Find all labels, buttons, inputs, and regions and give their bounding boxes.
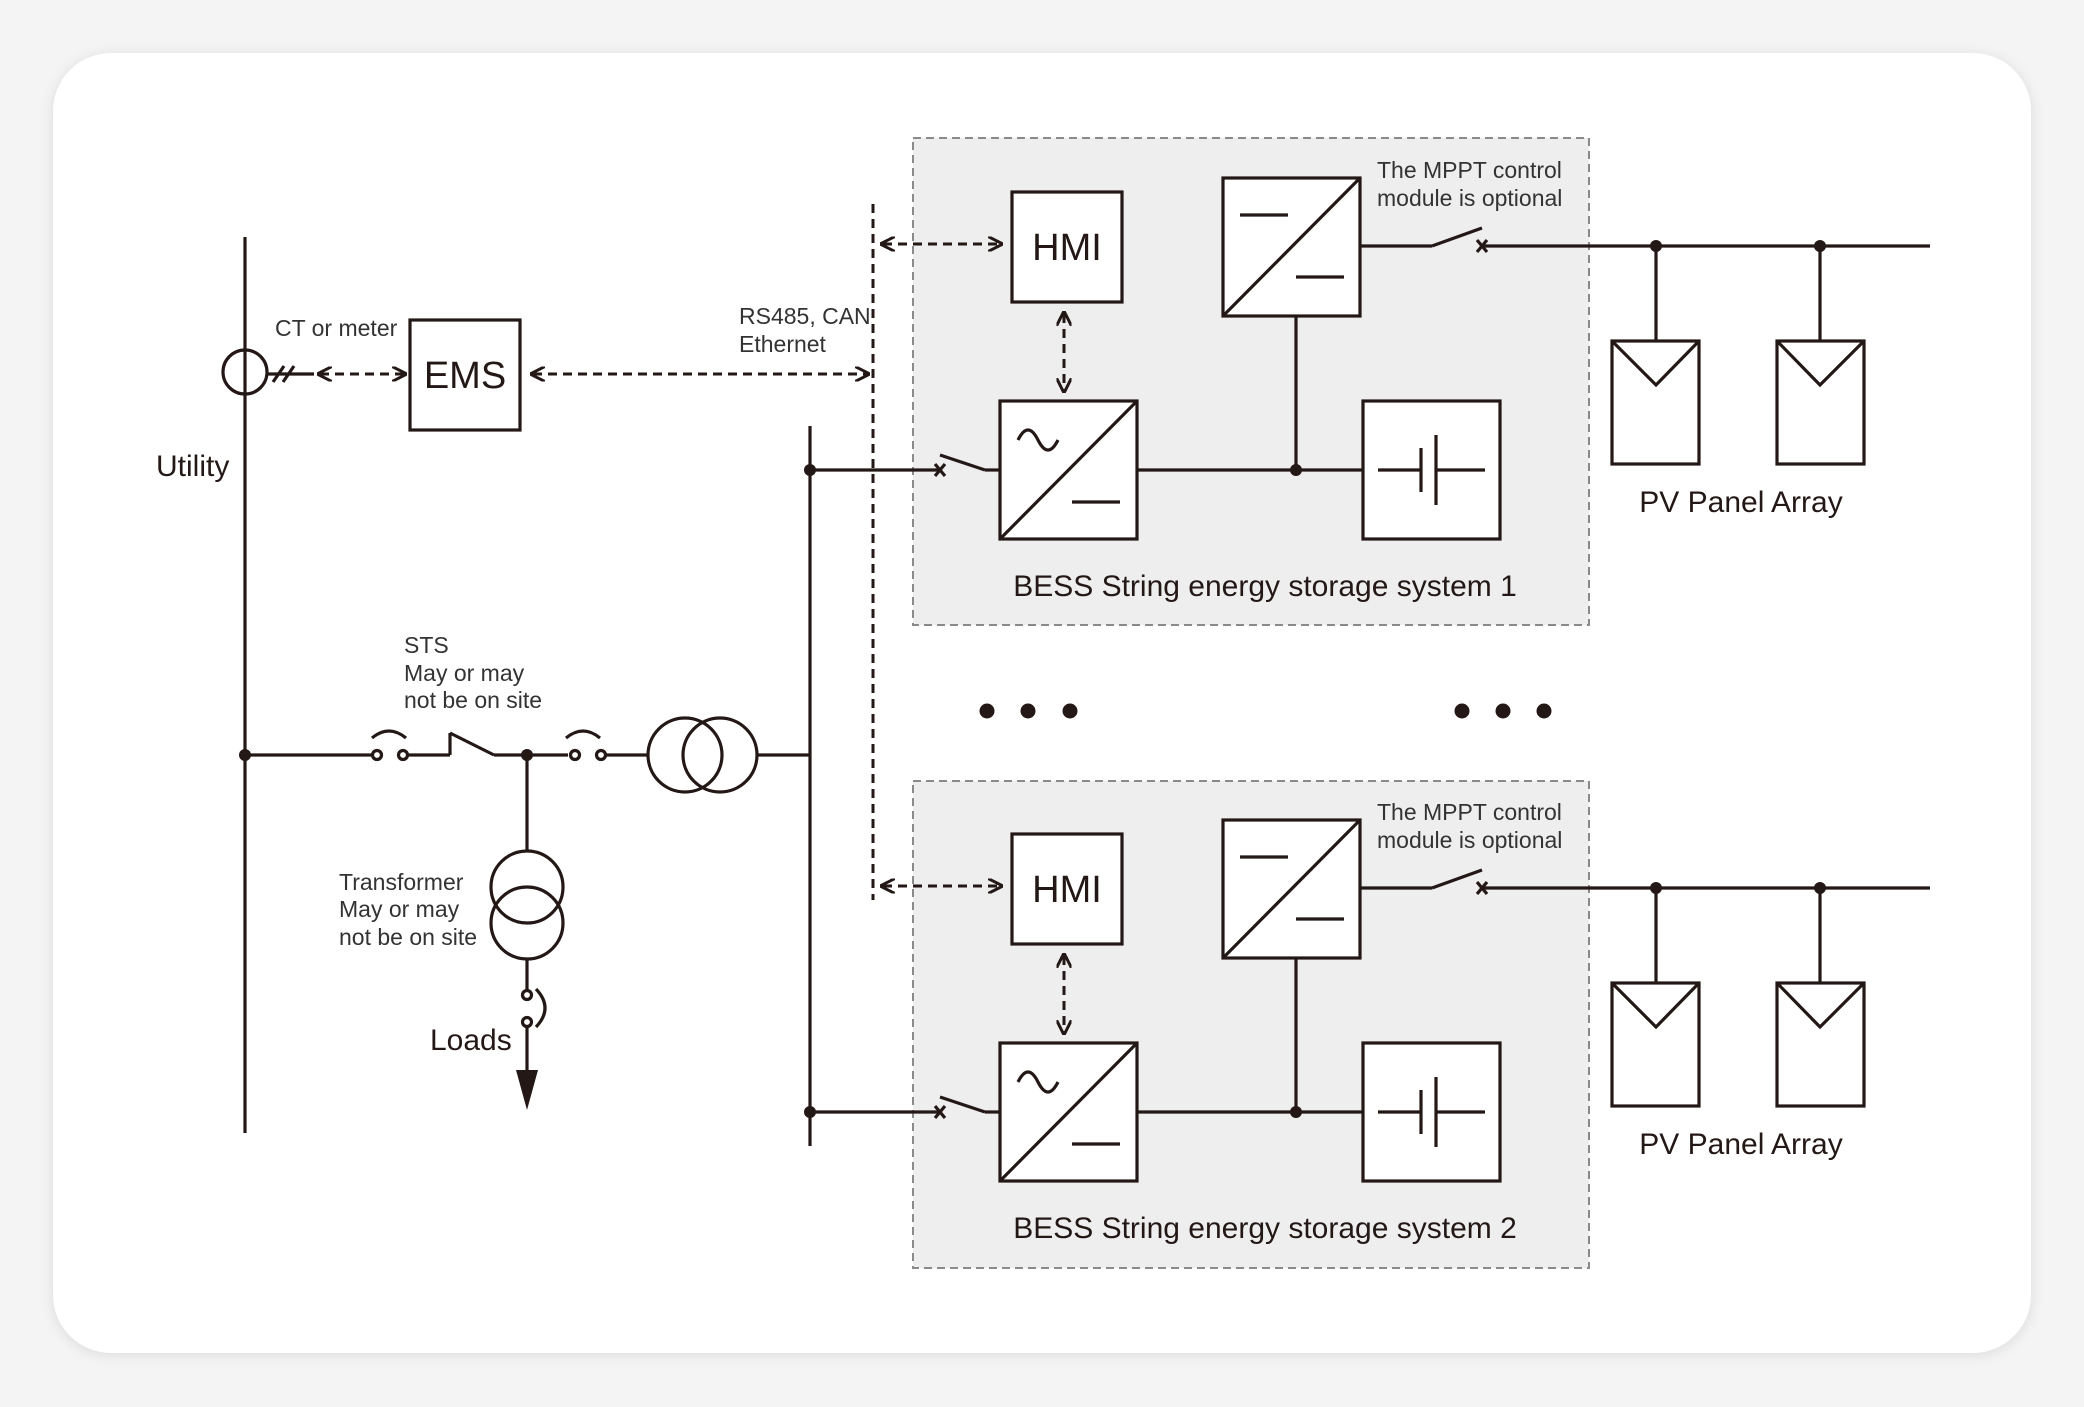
hmi-label: HMI <box>1032 227 1102 269</box>
rs485-label-1: RS485, CAN <box>739 303 871 329</box>
dc-bus <box>1137 958 1363 1118</box>
pv-panel-icon <box>1775 339 1866 466</box>
pcs-inverter-icon <box>998 1041 1139 1183</box>
pv-panel-icon <box>1610 981 1701 1108</box>
transformer-breaker-icon <box>564 729 648 762</box>
bess-title: BESS String energy storage system 1 <box>1013 570 1517 603</box>
rs485-label-2: Ethernet <box>739 331 827 357</box>
main-transformer-icon <box>646 716 810 794</box>
load-fuse-icon <box>520 987 547 1075</box>
pv-array-label: PV Panel Array <box>1639 1128 1842 1161</box>
transformer-label-3: not be on site <box>339 924 477 950</box>
bess-unit-1: HMI <box>883 157 1930 603</box>
transformer-label-2: May or may <box>339 896 460 922</box>
mppt-note-2: module is optional <box>1377 185 1562 211</box>
sts-label-2: May or may <box>404 660 525 686</box>
ct-meter-label: CT or meter <box>275 315 398 341</box>
mppt-note-1: The MPPT control <box>1377 157 1562 183</box>
pv-panel-icon <box>1610 339 1701 466</box>
ems-box <box>408 318 522 432</box>
utility-bus <box>239 237 372 1133</box>
mppt-note-1: The MPPT control <box>1377 799 1562 825</box>
dc-bus <box>1137 316 1363 476</box>
pcs-inverter-icon <box>998 399 1139 541</box>
mppt-note-2: module is optional <box>1377 827 1562 853</box>
ellipsis-icon <box>979 703 1078 719</box>
mppt-converter-icon <box>1221 818 1362 960</box>
battery-icon <box>1361 1041 1502 1183</box>
ems-label: EMS <box>424 355 506 397</box>
utility-label: Utility <box>156 450 229 483</box>
ellipsis-icon <box>1454 703 1552 719</box>
hmi-box <box>1010 832 1124 946</box>
ac-bus <box>804 426 938 1146</box>
loads-label: Loads <box>430 1024 512 1057</box>
pv-bus <box>1482 882 1930 983</box>
ac-breaker-icon <box>933 1095 1000 1120</box>
ct-meter-icon <box>221 348 314 396</box>
bess-unit-2: HMI <box>883 799 1930 1245</box>
mppt-converter-icon <box>1221 176 1362 318</box>
pv-bus <box>1482 240 1930 341</box>
battery-icon <box>1361 399 1502 541</box>
sts-label-3: not be on site <box>404 687 542 713</box>
ac-breaker-icon <box>933 453 1000 478</box>
loads-arrow-icon <box>516 1070 538 1110</box>
pv-array-label: PV Panel Array <box>1639 486 1842 519</box>
transformer-label-1: Transformer <box>339 869 464 895</box>
load-transformer-icon <box>489 755 565 990</box>
hmi-box <box>1010 190 1124 304</box>
sts-switch-icon <box>448 731 568 761</box>
bess-title: BESS String energy storage system 2 <box>1013 1212 1517 1245</box>
pv-panel-icon <box>1775 981 1866 1108</box>
hmi-label: HMI <box>1032 869 1102 911</box>
sts-label-1: STS <box>404 632 449 658</box>
sts-breaker-icon <box>370 729 450 762</box>
